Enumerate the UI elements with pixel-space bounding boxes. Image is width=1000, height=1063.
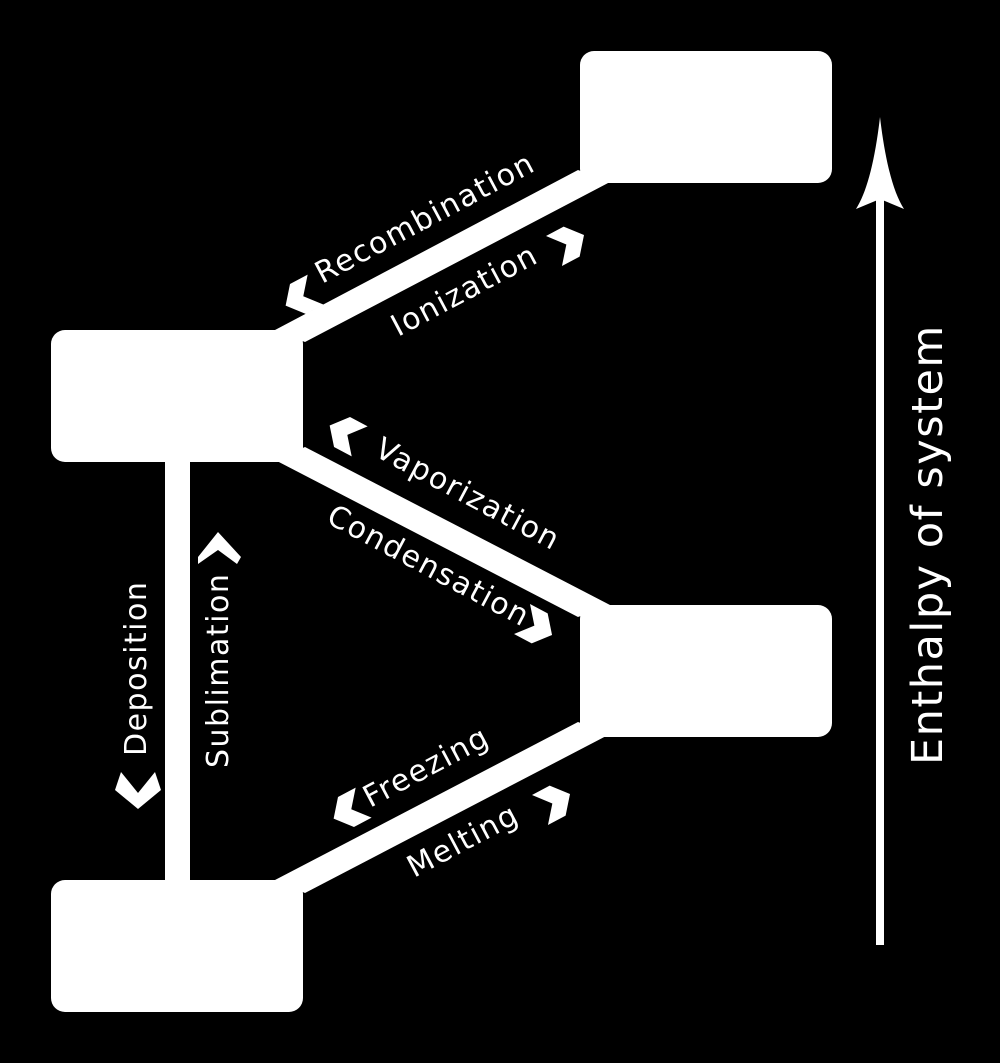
- chevron-left-icon: [329, 417, 368, 457]
- chevron-down-icon: [115, 772, 161, 809]
- phase-box-liquid: [580, 605, 832, 737]
- phase-boxes: [51, 51, 832, 1012]
- axis-line: [876, 185, 884, 945]
- chevron-up-icon: [198, 532, 241, 564]
- connector-gas-liquid: [275, 447, 610, 617]
- chevron-left-icon: [333, 787, 372, 828]
- connector-solid-liquid: [275, 722, 610, 893]
- chevrons: [115, 226, 585, 828]
- axis-label: Enthalpy of system: [903, 324, 953, 765]
- chevron-right-icon: [532, 785, 571, 826]
- phase-box-plasma: [580, 51, 832, 183]
- chevron-left-icon: [285, 274, 324, 315]
- chevron-right-icon: [514, 604, 553, 644]
- enthalpy-axis: Enthalpy of system: [856, 117, 953, 945]
- connectors: [165, 170, 610, 893]
- label-deposition: Deposition: [119, 581, 154, 756]
- up-arrow-icon: [856, 117, 904, 209]
- connector-solid-gas: [165, 455, 190, 885]
- connector-gas-plasma: [275, 170, 610, 342]
- phase-box-solid: [51, 880, 303, 1012]
- phase-box-gas: [51, 330, 303, 462]
- chevron-right-icon: [546, 226, 585, 267]
- label-sublimation: Sublimation: [201, 573, 236, 768]
